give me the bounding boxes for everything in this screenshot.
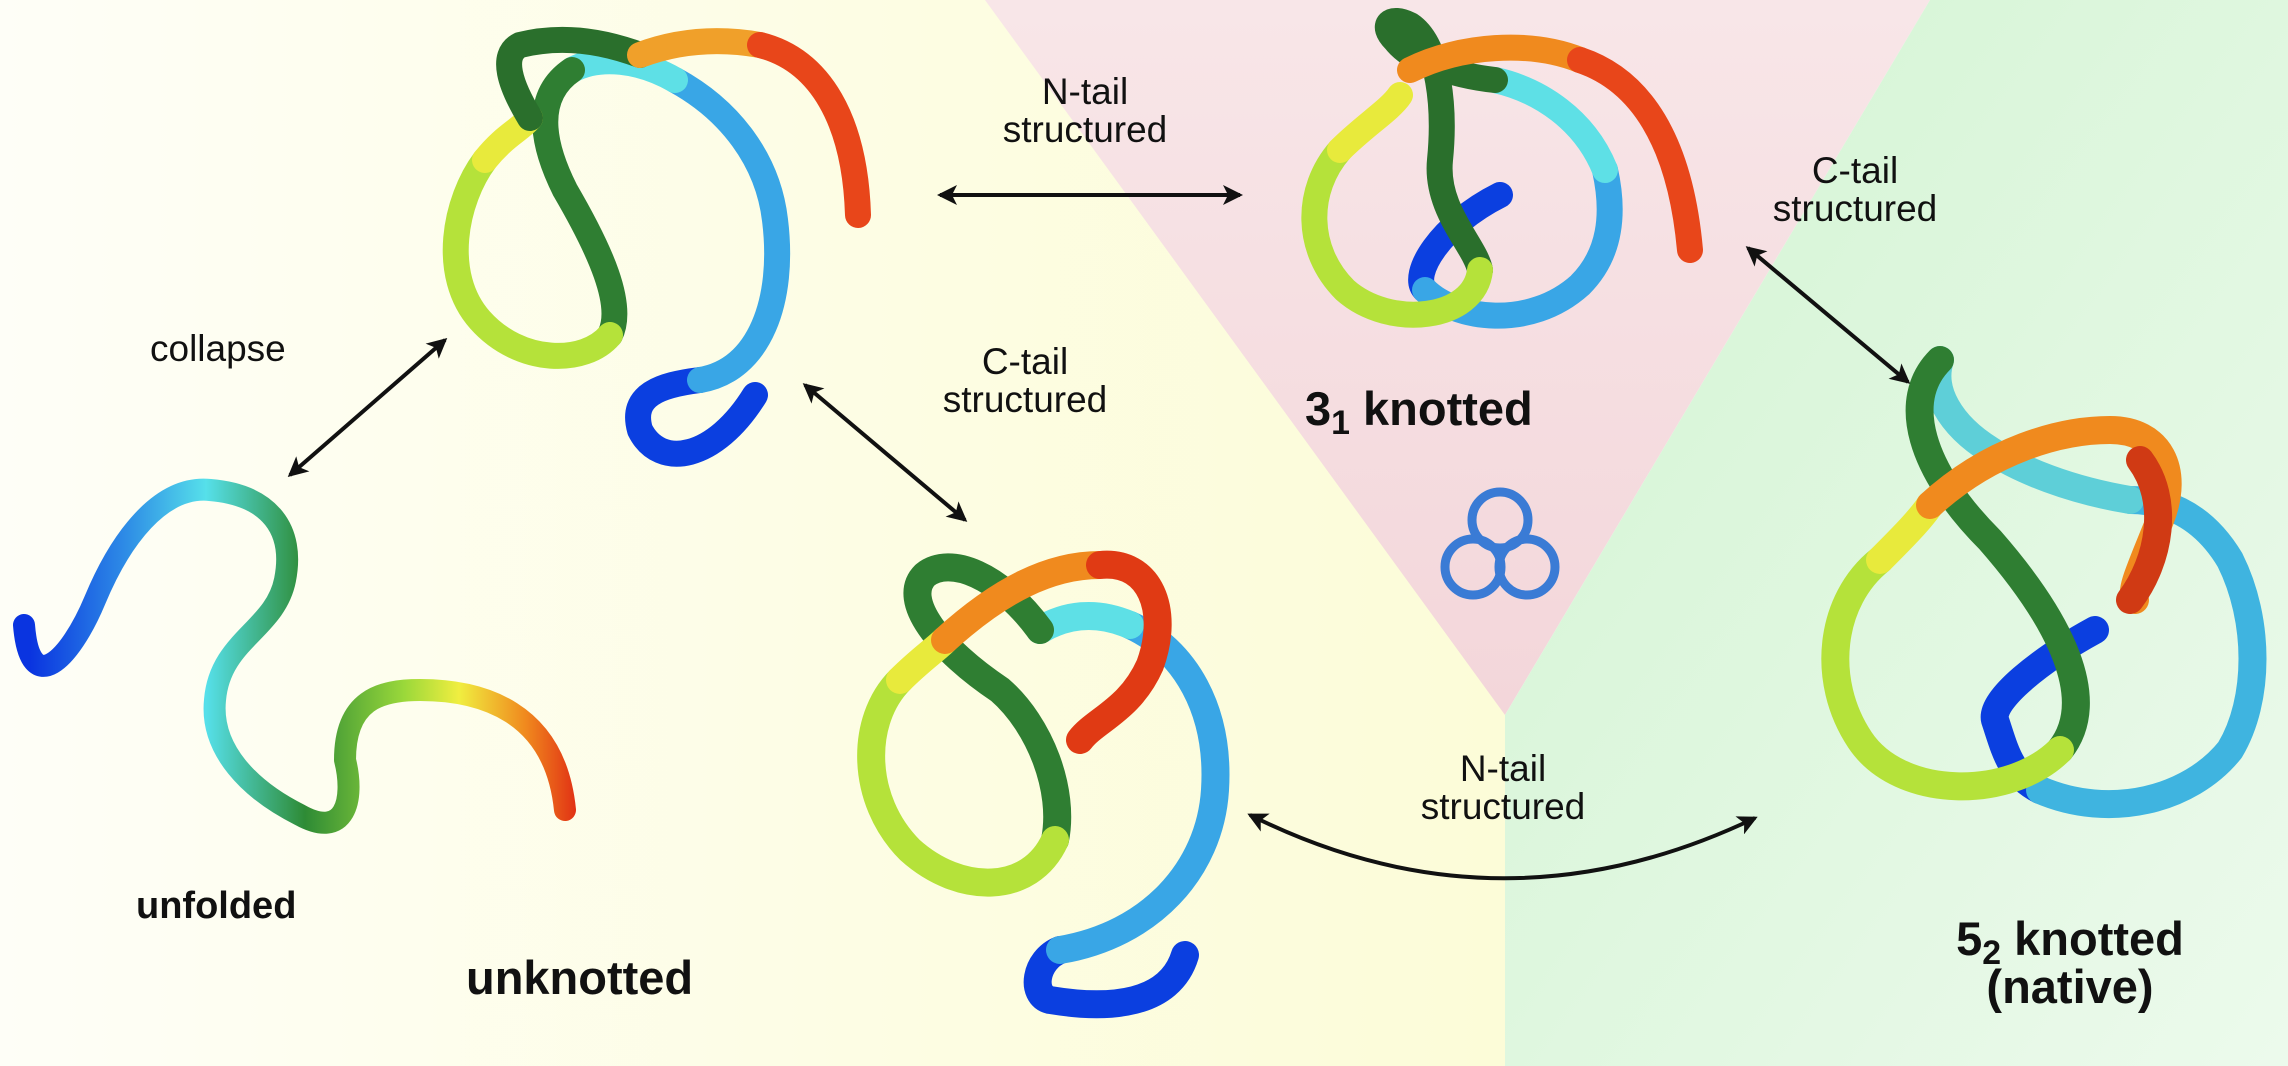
arrow-c-tail-middle bbox=[802, 383, 968, 522]
arrow-n-tail-bottom bbox=[1247, 813, 1758, 881]
label-n-tail-bottom: N-tail structured bbox=[1420, 748, 1586, 827]
label-unfolded: unfolded bbox=[136, 885, 297, 927]
label-c-tail-right: C-tail structured bbox=[1772, 150, 1938, 229]
label-collapse: collapse bbox=[150, 328, 286, 369]
label-c-tail-middle: C-tail structured bbox=[942, 341, 1108, 420]
arrow-c-tail-right bbox=[1745, 246, 1911, 384]
chain-top-intermediate bbox=[442, 26, 871, 467]
label-unknotted: unknotted bbox=[466, 951, 694, 1004]
knot31-region bbox=[985, 0, 1930, 715]
arrow-collapse bbox=[287, 338, 448, 477]
chain-knot52 bbox=[1821, 346, 2267, 819]
label-n-tail-top: N-tail structured bbox=[1002, 71, 1168, 150]
chain-bottom-intermediate bbox=[857, 550, 1230, 1019]
label-knot31: 31 knotted bbox=[1305, 382, 1533, 443]
trefoil-knot-icon bbox=[1440, 487, 1560, 600]
chain-knot31 bbox=[1301, 8, 1703, 329]
unfolded-chain bbox=[13, 478, 576, 834]
label-knot52: 52 knotted (native) bbox=[1956, 912, 2184, 1013]
